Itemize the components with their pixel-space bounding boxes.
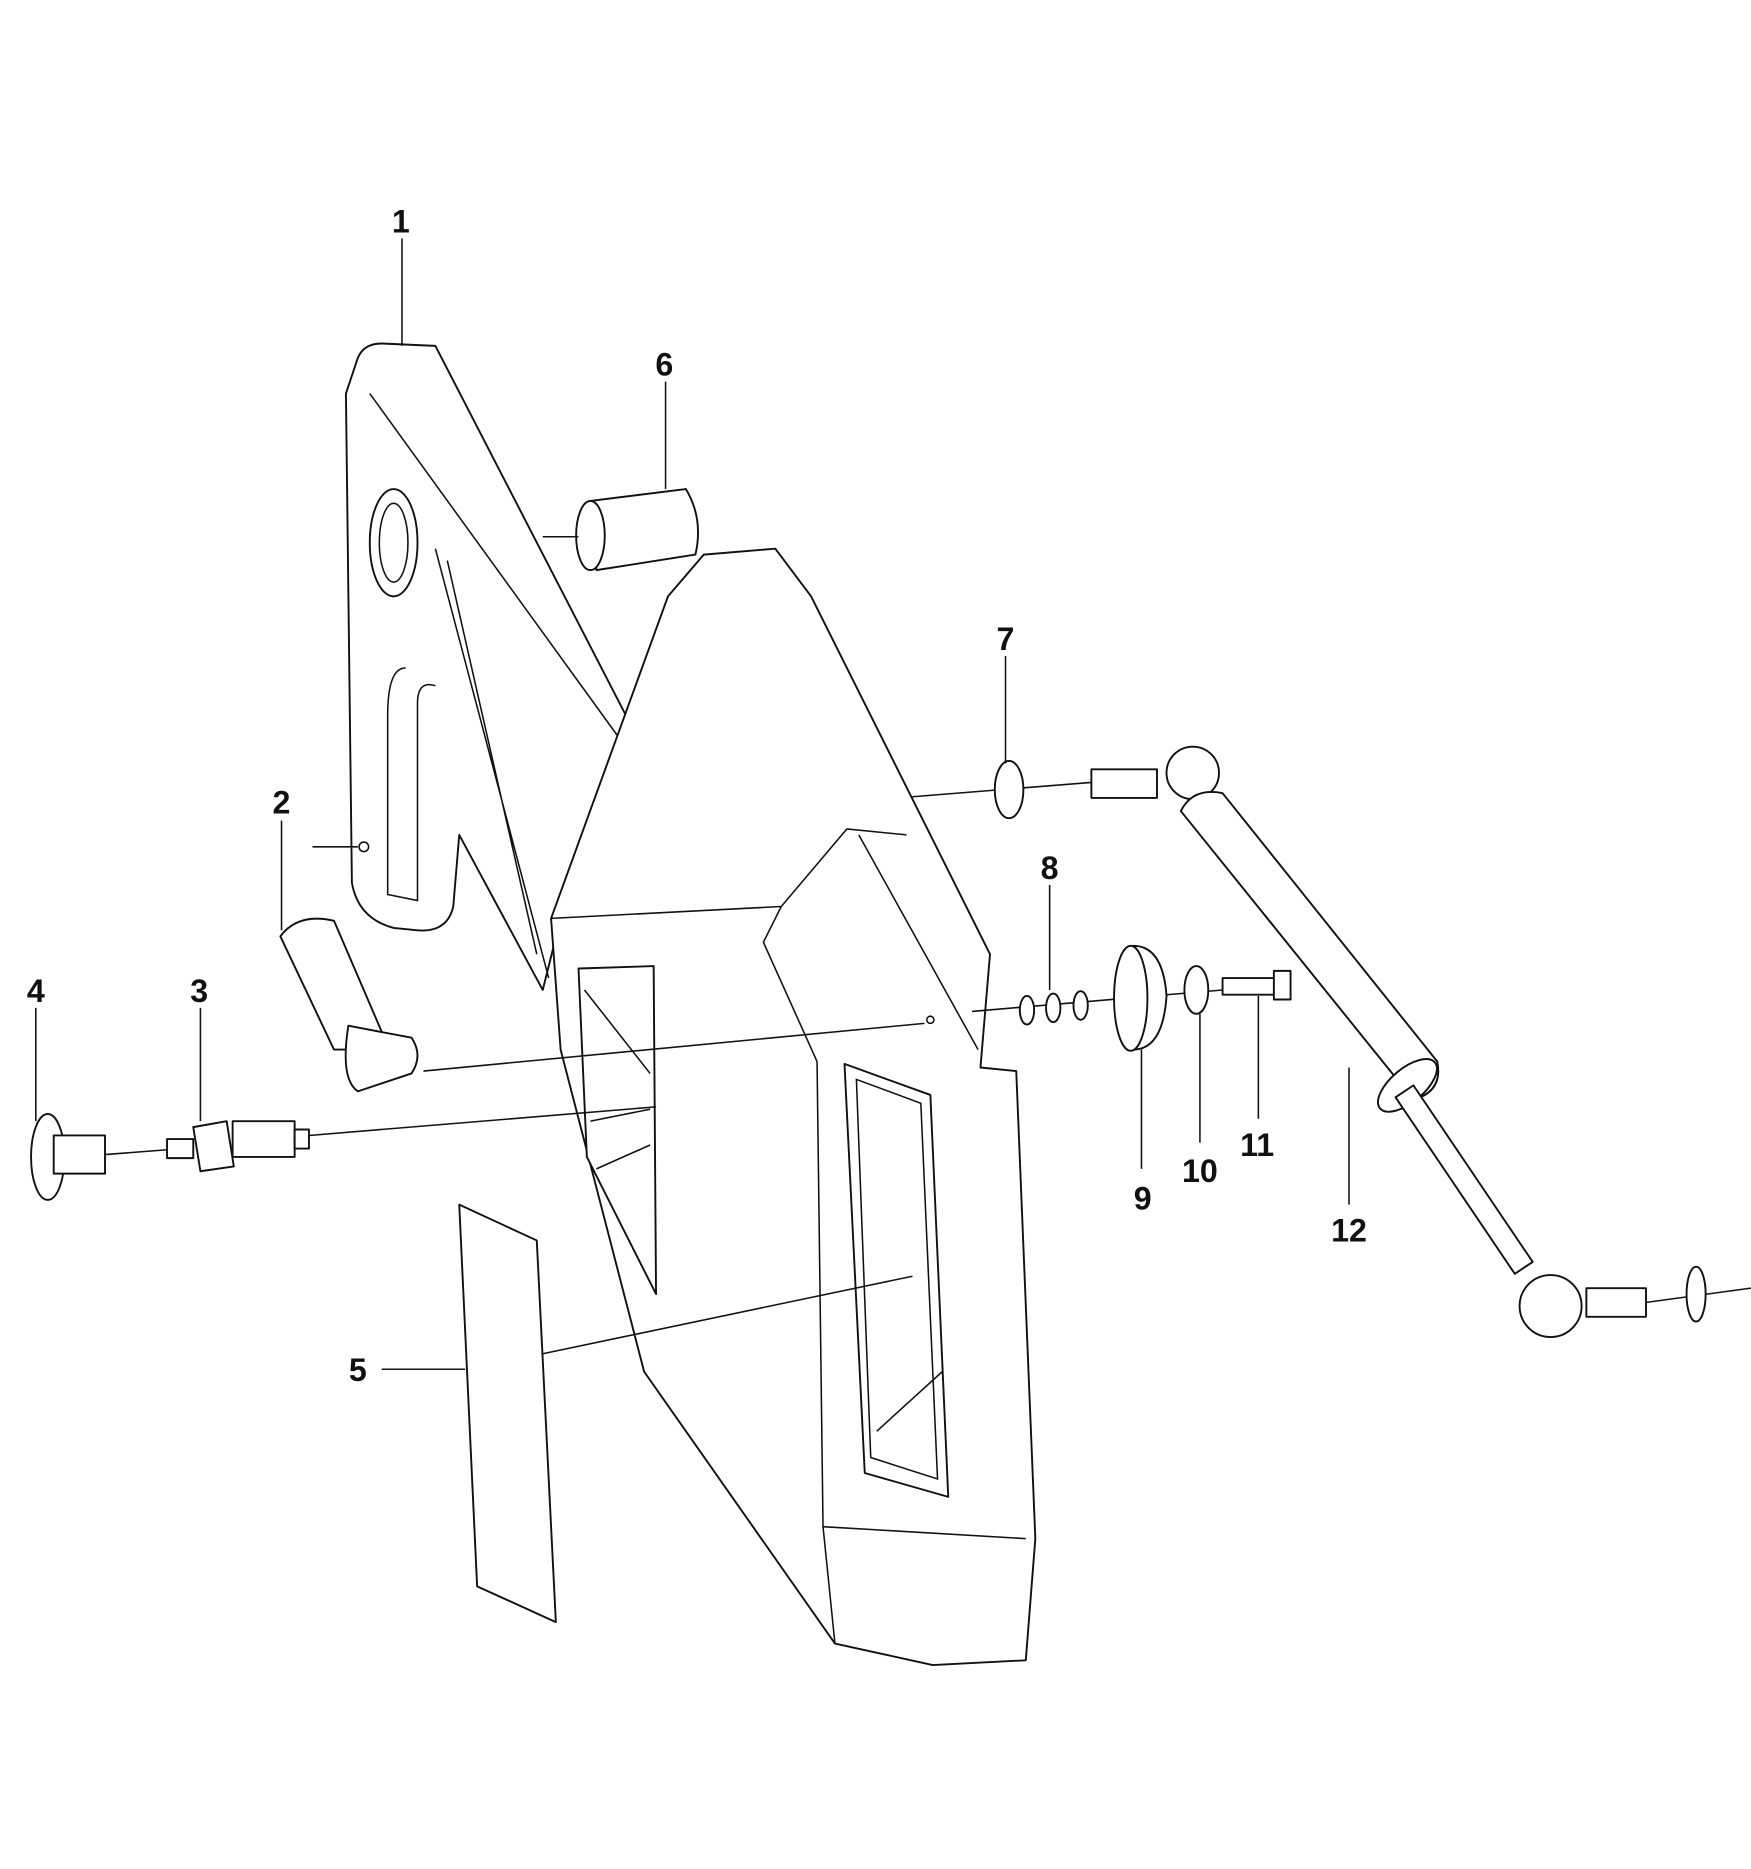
callout-2: 2: [273, 784, 291, 820]
callout-5: 5: [349, 1352, 367, 1388]
part-2-pin: [279, 846, 925, 1093]
callout-7: 7: [997, 621, 1015, 657]
callout-12: 12: [1331, 1213, 1367, 1249]
callout-9: 9: [1134, 1180, 1152, 1216]
part-6-bushing: [542, 488, 700, 572]
callout-8: 8: [1041, 850, 1059, 886]
callout-4: 4: [27, 973, 45, 1009]
part-12-gas-strut: [1165, 745, 1751, 1338]
callout-11: 11: [1240, 1127, 1274, 1163]
callout-1: 1: [392, 204, 410, 240]
callout-10: 10: [1182, 1153, 1218, 1189]
callout-6: 6: [655, 347, 673, 383]
main-housing: [550, 547, 1037, 1666]
callout-3: 3: [190, 973, 208, 1009]
part-1-rear-plate: [344, 342, 634, 991]
part-5-label-sheet: [458, 1203, 913, 1624]
part-3-4-pin-assembly: [30, 1106, 657, 1201]
callouts: 1 2 3 4 5 6 7 8 9 10 11 12: [27, 204, 1367, 1389]
parts-7-11-hardware: [912, 760, 1292, 1052]
